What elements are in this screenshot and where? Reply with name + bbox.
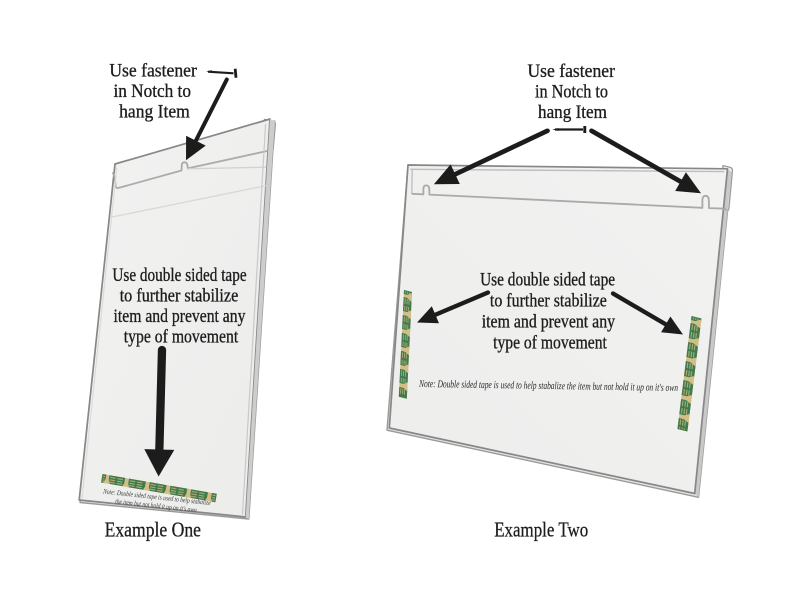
svg-text:item and prevent any: item and prevent any [114, 306, 246, 327]
svg-text:Use double sided tape: Use double sided tape [480, 269, 615, 290]
svg-text:hang Item: hang Item [538, 102, 607, 123]
svg-text:type of movement: type of movement [493, 333, 607, 354]
svg-text:in Notch to: in Notch to [113, 81, 191, 102]
svg-text:hang Item: hang Item [119, 101, 190, 122]
svg-text:in Notch to: in Notch to [535, 82, 608, 103]
svg-text:Example One: Example One [105, 518, 201, 542]
svg-text:Use double sided tape: Use double sided tape [112, 265, 246, 286]
svg-text:type of movement: type of movement [124, 326, 239, 347]
svg-text:item and prevent any: item and prevent any [482, 312, 616, 333]
svg-text:Use fastener: Use fastener [527, 61, 615, 82]
svg-text:Note: Double sided tape is use: Note: Double sided tape is used to help … [418, 379, 678, 394]
svg-text:to further stabilize: to further stabilize [120, 286, 239, 307]
svg-text:to further stabilize: to further stabilize [490, 290, 607, 311]
svg-text:Example Two: Example Two [494, 518, 588, 542]
svg-text:Use fastener: Use fastener [109, 60, 197, 81]
